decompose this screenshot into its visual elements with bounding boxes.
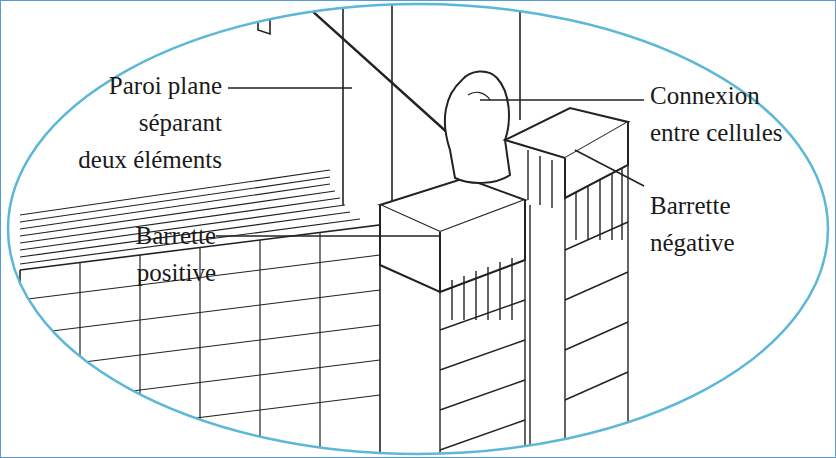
positive-bar-label: Barrette positive — [135, 217, 216, 291]
negative-bar-label: Barrette négative — [650, 187, 735, 261]
leader-lines — [216, 88, 644, 236]
frame-ellipse — [8, 4, 828, 454]
connection-label: Connexion entre cellules — [650, 77, 783, 151]
wall-label: Paroi plane séparant deux éléments — [78, 67, 222, 178]
